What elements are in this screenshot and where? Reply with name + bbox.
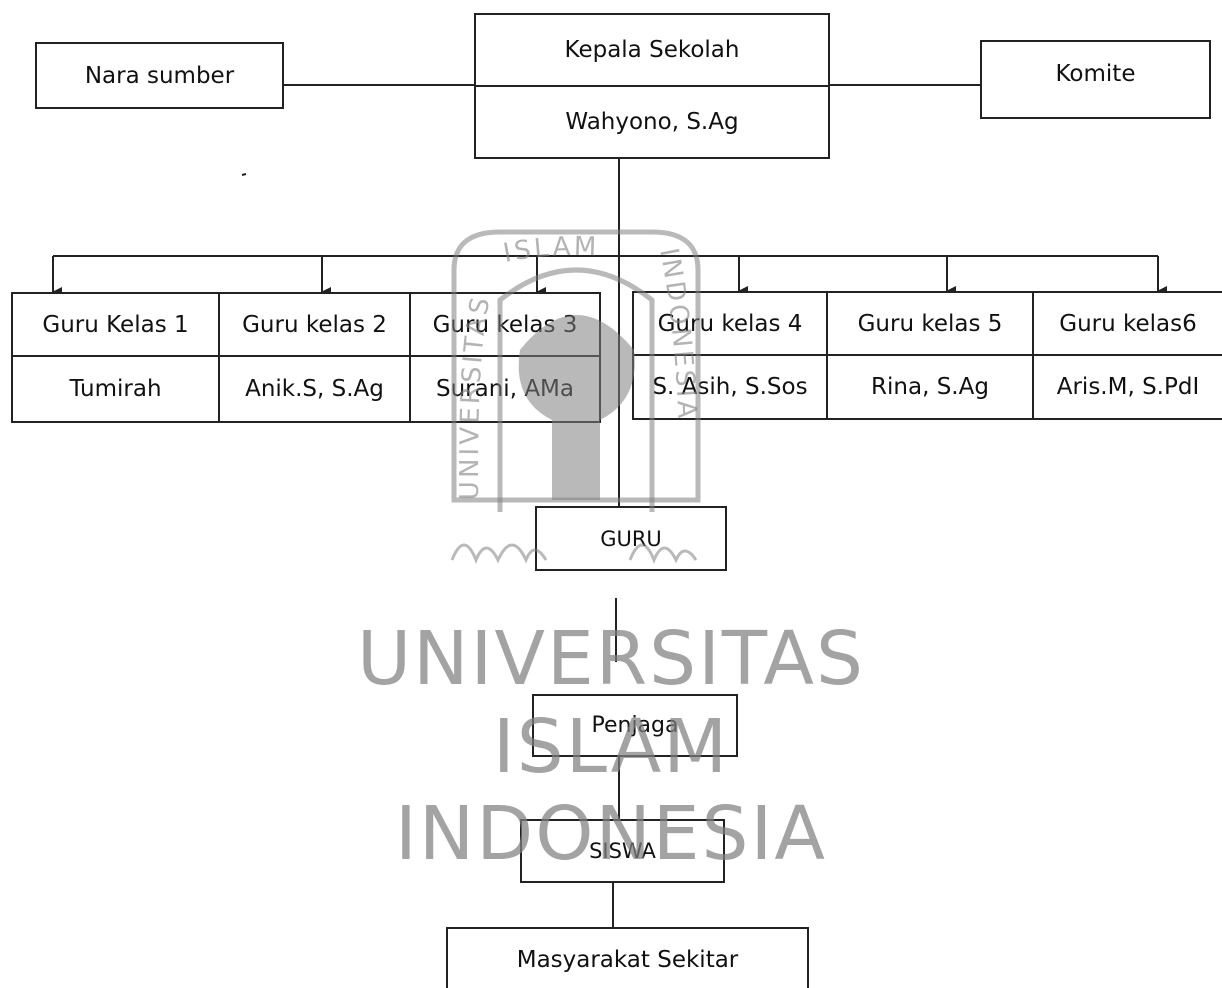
siswa-box: SISWA: [520, 819, 725, 883]
masyarakat-sekitar-label: Masyarakat Sekitar: [516, 946, 739, 973]
guru-kelas-6-name: Aris.M, S.PdI: [1056, 374, 1200, 400]
guru-kelas-4-name: S. Asih, S.Sos: [652, 374, 808, 400]
stray-mark: [241, 173, 247, 176]
penjaga-label: Penjaga: [591, 713, 679, 738]
guru-kelas-2-box: Guru kelas 2 Anik.S, S.Ag: [218, 292, 411, 423]
komite-box: Komite: [980, 40, 1211, 119]
guru-kelas-4-box: Guru kelas 4 S. Asih, S.Sos: [632, 291, 828, 420]
guru-kelas-2-name: Anik.S, S.Ag: [245, 376, 384, 402]
guru-kelas-2-title: Guru kelas 2: [220, 294, 409, 357]
kepala-sekolah-title: Kepala Sekolah: [476, 15, 828, 87]
guru-kelas-1-title: Guru Kelas 1: [13, 294, 218, 357]
guru-kelas-1-name: Tumirah: [69, 376, 162, 402]
masyarakat-sekitar-box: Masyarakat Sekitar: [446, 927, 809, 988]
guru-kelas-6-title: Guru kelas6: [1034, 293, 1222, 356]
kepala-sekolah-box: Kepala Sekolah Wahyono, S.Ag: [474, 13, 830, 159]
guru-kelas-5-box: Guru kelas 5 Rina, S.Ag: [826, 291, 1034, 420]
komite-label: Komite: [1055, 60, 1136, 87]
nara-sumber-box: Nara sumber: [35, 42, 284, 109]
kepala-sekolah-name: Wahyono, S.Ag: [565, 109, 739, 135]
guru-box: GURU: [535, 506, 727, 571]
guru-kelas-3-title: Guru kelas 3: [411, 294, 599, 357]
nara-sumber-label: Nara sumber: [84, 62, 235, 89]
guru-kelas-3-name: Surani, AMa: [436, 376, 574, 402]
siswa-label: SISWA: [589, 839, 656, 863]
guru-kelas-5-title: Guru kelas 5: [828, 293, 1032, 356]
guru-kelas-4-title: Guru kelas 4: [634, 293, 826, 356]
guru-label: GURU: [600, 526, 662, 551]
guru-kelas-3-box: Guru kelas 3 Surani, AMa: [409, 292, 601, 423]
guru-kelas-5-name: Rina, S.Ag: [871, 374, 989, 400]
penjaga-box: Penjaga: [532, 694, 738, 757]
guru-kelas-6-box: Guru kelas6 Aris.M, S.PdI: [1032, 291, 1222, 420]
guru-kelas-1-box: Guru Kelas 1 Tumirah: [11, 292, 220, 423]
